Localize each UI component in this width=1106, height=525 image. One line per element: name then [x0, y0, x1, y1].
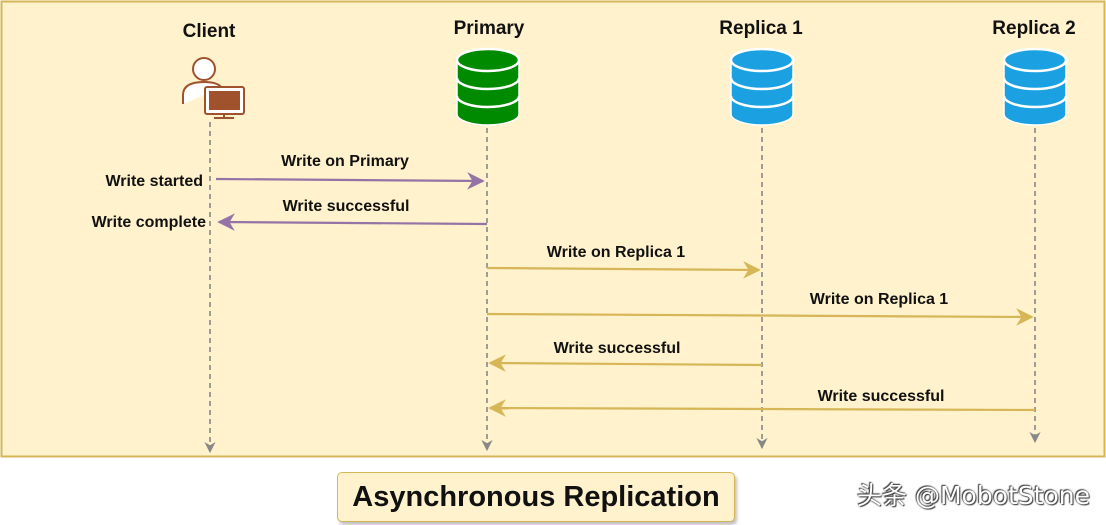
- msg-label-write-successful-replica1: Write successful: [554, 340, 681, 357]
- actor-label-replica1: Replica 1: [719, 18, 803, 39]
- arrow-write-successful-replica1: [488, 354, 763, 372]
- arrow-write-successful-client: [217, 213, 488, 231]
- database-icon: [1002, 47, 1068, 126]
- user-computer-icon: [182, 57, 245, 119]
- msg-label-write-on-replica2: Write on Replica 1: [810, 291, 949, 308]
- arrow-write-successful-replica2: [488, 399, 1036, 417]
- database-icon: [455, 47, 521, 126]
- msg-label-write-successful-client: Write successful: [283, 198, 410, 215]
- watermark: 头条 @MobotStone: [857, 481, 1090, 510]
- side-label-write-started: Write started: [105, 173, 203, 190]
- msg-label-write-on-replica1: Write on Replica 1: [547, 244, 686, 261]
- msg-label-write-on-primary: Write on Primary: [281, 153, 409, 170]
- arrow-write-on-replica1: [486, 261, 761, 279]
- database-icon: [729, 47, 795, 126]
- diagram-panel: [0, 0, 1106, 458]
- diagram-caption: Asynchronous Replication: [337, 472, 735, 522]
- arrow-write-on-replica2: [486, 308, 1034, 326]
- side-label-write-complete: Write complete: [92, 214, 207, 231]
- actor-label-primary: Primary: [454, 18, 525, 39]
- msg-label-write-successful-replica2: Write successful: [818, 388, 945, 405]
- arrow-write-on-primary: [215, 172, 485, 190]
- actor-label-client: Client: [183, 21, 236, 42]
- actor-label-replica2: Replica 2: [992, 18, 1075, 39]
